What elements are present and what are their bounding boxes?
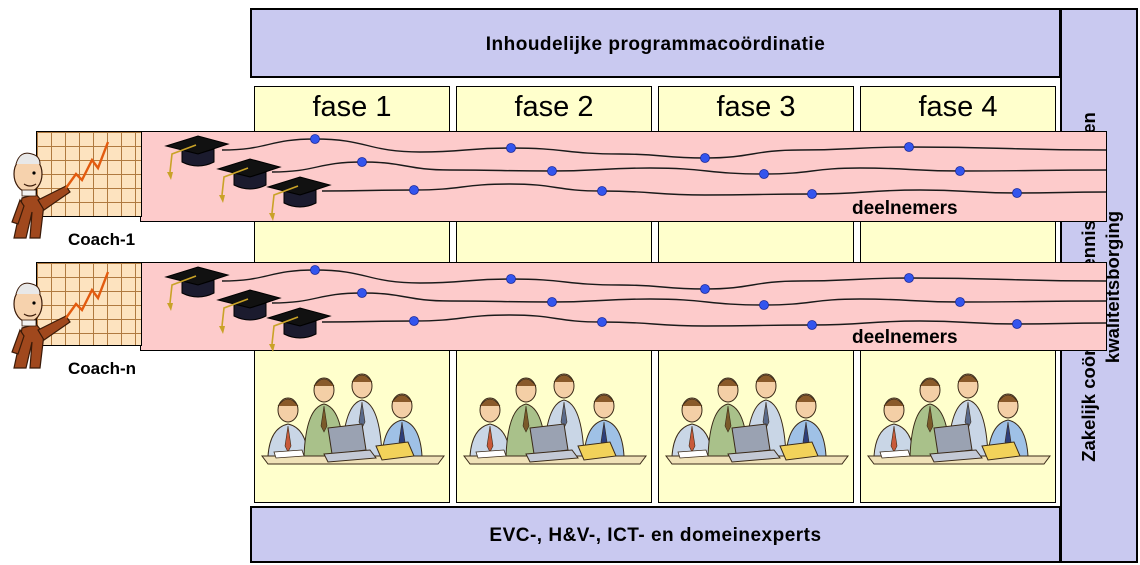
participant-track-line bbox=[321, 314, 1107, 327]
milestone-dot bbox=[597, 317, 607, 327]
milestone-dot bbox=[904, 142, 914, 152]
milestone-dot bbox=[700, 284, 710, 294]
milestone-dot bbox=[506, 143, 516, 153]
graduation-cap-icon bbox=[266, 307, 332, 352]
milestone-dot bbox=[310, 134, 320, 144]
milestone-dot bbox=[357, 157, 367, 167]
participant-track-line bbox=[221, 138, 1107, 159]
participants-label-1: deelnemers bbox=[852, 198, 958, 219]
milestone-dot bbox=[904, 273, 914, 283]
milestone-dot bbox=[409, 316, 419, 326]
coach-label-1: Coach-1 bbox=[68, 230, 136, 249]
coach-presenting-chart-icon bbox=[11, 271, 110, 369]
team-meeting-laptop-icon bbox=[261, 373, 445, 465]
milestone-dot bbox=[310, 265, 320, 275]
milestone-dot bbox=[547, 166, 557, 176]
milestone-dot bbox=[807, 320, 817, 330]
milestone-dot bbox=[807, 189, 817, 199]
programme-coordination-bar: Inhoudelijke programmacoördinatie bbox=[250, 8, 1061, 78]
phase-label-2: fase 2 bbox=[514, 91, 594, 123]
milestone-dot bbox=[1012, 188, 1022, 198]
milestone-dot bbox=[506, 274, 516, 284]
milestone-dot bbox=[409, 185, 419, 195]
programme-coordination-label: Inhoudelijke programmacoördinatie bbox=[485, 34, 826, 55]
team-meeting-laptop-icon bbox=[867, 373, 1051, 465]
phase-label-1: fase 1 bbox=[312, 91, 392, 123]
domain-experts-label: EVC-, H&V-, ICT- en domeinexperts bbox=[489, 525, 822, 546]
participant-track-line bbox=[271, 161, 1107, 175]
milestone-dot bbox=[955, 166, 965, 176]
graduation-cap-icon bbox=[164, 266, 230, 311]
phase-label-3: fase 3 bbox=[716, 91, 796, 123]
milestone-dot bbox=[700, 153, 710, 163]
graduation-cap-icon bbox=[216, 158, 282, 203]
participant-track-line bbox=[221, 269, 1107, 290]
team-meeting-laptop-icon bbox=[665, 373, 849, 465]
coach-label-n: Coach-n bbox=[68, 359, 136, 378]
team-meeting-laptop-icon bbox=[463, 373, 647, 465]
milestone-dot bbox=[357, 288, 367, 298]
milestone-dot bbox=[547, 297, 557, 307]
milestone-dot bbox=[1012, 319, 1022, 329]
milestone-dot bbox=[759, 300, 769, 310]
graduation-cap-icon bbox=[216, 289, 282, 334]
participants-label-n: deelnemers bbox=[852, 327, 958, 348]
participant-track-line bbox=[271, 292, 1107, 306]
coach-chart-1 bbox=[36, 131, 142, 217]
graduation-cap-icon bbox=[164, 135, 230, 180]
milestone-dot bbox=[759, 169, 769, 179]
business-coordination-line2: kwaliteitsborging bbox=[1102, 211, 1123, 363]
phase-label-4: fase 4 bbox=[918, 91, 998, 123]
participant-track-line bbox=[321, 183, 1107, 196]
milestone-dot bbox=[597, 186, 607, 196]
graduation-cap-icon bbox=[266, 176, 332, 221]
milestone-dot bbox=[955, 297, 965, 307]
coach-presenting-chart-icon bbox=[11, 141, 110, 239]
